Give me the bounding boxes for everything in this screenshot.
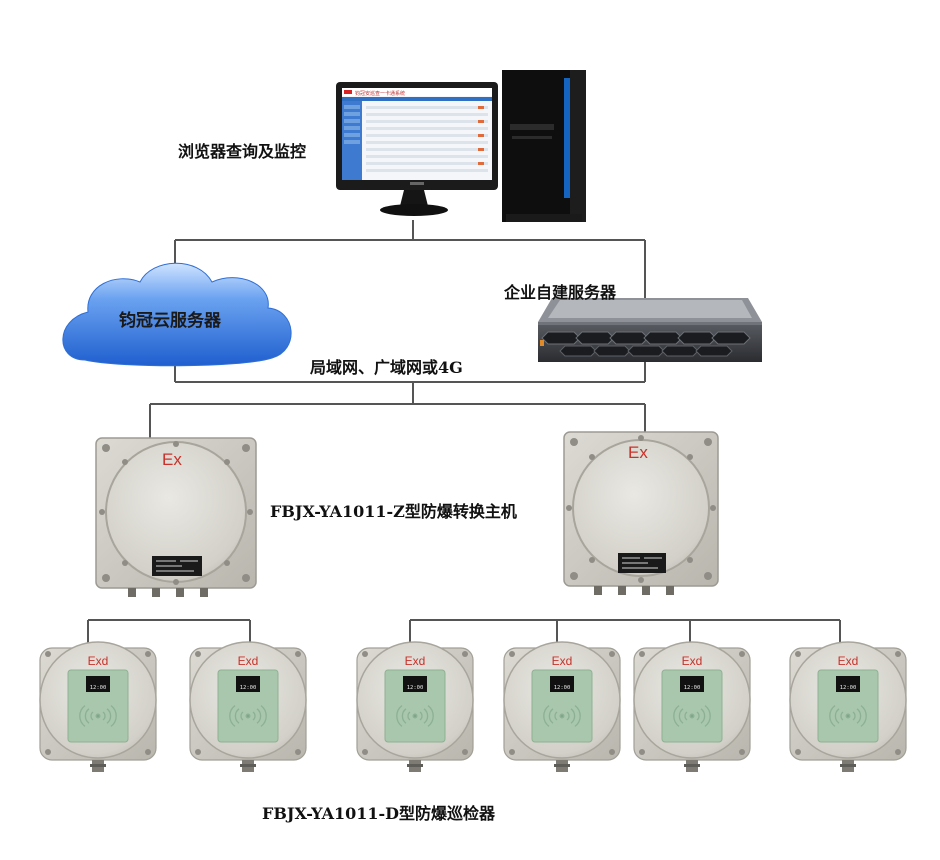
inspector-exd-mark: Exd [682, 654, 703, 668]
rfid-wave-icon [543, 705, 581, 727]
label-browser-monitoring: 浏览器查询及监控 [178, 142, 307, 161]
inspector-device: Exd 12:00 [189, 641, 307, 772]
inspector-device: Exd 12:00 [633, 641, 751, 772]
inspector-exd-mark: Exd [88, 654, 109, 668]
label-inspector: FBJX-YA1011-D型防爆巡检器 [262, 804, 496, 823]
rfid-wave-icon [396, 705, 434, 727]
monitor: 钧冠安巡查一卡通系统 [336, 82, 498, 216]
host-left [95, 437, 257, 597]
label-enterprise-server: 企业自建服务器 [504, 283, 617, 302]
inspector-display-time: 12:00 [407, 685, 424, 691]
inspector-display-time: 12:00 [240, 685, 257, 691]
inspector-display-time: 12:00 [840, 685, 857, 691]
host-right [563, 431, 719, 595]
inspector-device: Exd 12:00 [39, 641, 157, 772]
label-network: 局域网、广域网或4G [310, 358, 463, 377]
inspector-device: Exd 12:00 [356, 641, 474, 772]
inspector-exd-mark: Exd [238, 654, 259, 668]
rfid-wave-icon [79, 705, 117, 727]
inspector-display-time: 12:00 [554, 685, 571, 691]
inspector-display-time: 12:00 [90, 685, 107, 691]
inspector-group: Exd 12:00 Exd 12:00 Exd 12:00 Exd 12:00 Exd 12:00… [39, 641, 907, 772]
pc-tower [502, 70, 586, 222]
inspector-display-time: 12:00 [684, 685, 701, 691]
cloud-server [62, 262, 292, 367]
host-left-ex-mark: Ex [162, 450, 182, 469]
rack-server [538, 298, 762, 362]
rfid-wave-icon [229, 705, 267, 727]
inspector-exd-mark: Exd [405, 654, 426, 668]
inspector-device: Exd 12:00 [789, 641, 907, 772]
label-converter-host: FBJX-YA1011-Z型防爆转换主机 [270, 502, 517, 521]
host-right-ex-mark: Ex [628, 443, 648, 462]
inspector-exd-mark: Exd [838, 654, 859, 668]
inspector-exd-mark: Exd [552, 654, 573, 668]
rfid-wave-icon [673, 705, 711, 727]
screen-title: 钧冠安巡查一卡通系统 [355, 90, 405, 97]
label-cloud-server: 钧冠云服务器 [119, 311, 221, 331]
inspector-device: Exd 12:00 [503, 641, 621, 772]
screen-logo [344, 90, 352, 94]
rfid-wave-icon [829, 705, 867, 727]
